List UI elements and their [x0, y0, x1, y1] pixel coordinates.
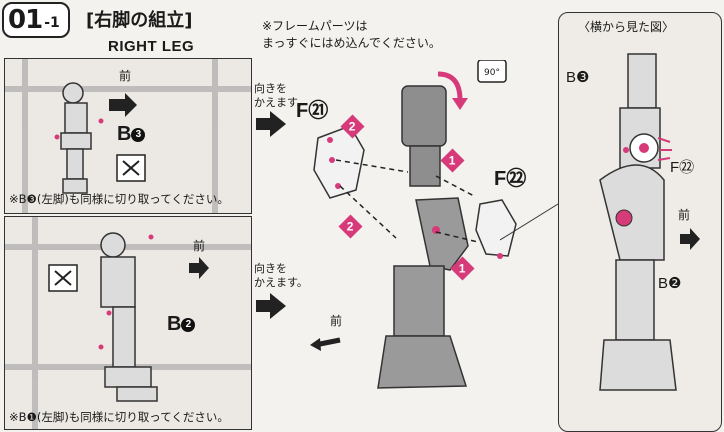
turn-label-1-line2: かえます。 — [254, 96, 308, 109]
part-number-2: 2 — [181, 317, 196, 332]
side-view-title: 〈横から見た図〉 — [578, 20, 675, 34]
frame-parts-note-line1: ※フレームパーツは — [262, 19, 368, 33]
step-number-box: 01 -1 — [2, 2, 70, 38]
cut-note-b3: ※B❸(左脚)も同様に切り取ってください。 — [9, 192, 229, 206]
turn-label-1: 向きを かえます。 — [254, 82, 308, 110]
side-front-label: 前 — [678, 208, 691, 222]
side-view-diagram — [599, 53, 700, 391]
turn-label-2-line2: かえます。 — [254, 276, 308, 289]
title-english: RIGHT LEG — [108, 38, 195, 55]
assembly-diagram: 90° — [310, 60, 517, 389]
step-badge-1-upper-text: 1 — [449, 153, 456, 168]
frame-parts-note-line2: まっすぐにはめ込んでください。 — [262, 36, 441, 50]
part-letter-b-2: B — [167, 313, 182, 335]
frame-parts-note: ※フレームパーツは まっすぐにはめ込んでください。 — [262, 18, 441, 52]
front-label-1: 前 — [119, 69, 132, 83]
runner-diagram-b3 — [5, 59, 251, 213]
turn-label-2-line1: 向きを — [254, 262, 287, 275]
side-label-b2: B❷ — [658, 275, 682, 292]
step-badge-2-upper-text: 2 — [349, 119, 356, 134]
side-label-b3: B❸ — [566, 69, 590, 86]
part-number-3: 3 — [131, 127, 146, 142]
step-number: 01 — [8, 5, 43, 35]
title-japanese: [右脚の組立] — [86, 10, 193, 31]
turn-arrow-2-icon — [270, 293, 286, 319]
front-label-2: 前 — [193, 239, 206, 253]
turn-arrow-1-icon — [270, 111, 286, 137]
side-label-f22: F㉒ — [670, 159, 695, 176]
front-label-main: 前 — [330, 314, 343, 328]
turn-label-2: 向きを かえます。 — [254, 262, 308, 290]
cut-note-b2: ※B❶(左脚)も同様に切り取ってください。 — [9, 410, 229, 424]
part-letter-b: B — [117, 123, 132, 145]
turn-arrow-1-bar — [256, 118, 270, 130]
runner-diagram-b2 — [5, 217, 251, 429]
rotation-label: 90° — [484, 68, 500, 78]
step-badge-1-lower-text: 1 — [459, 261, 466, 276]
callout-line — [500, 203, 559, 241]
turn-arrow-2-bar — [256, 300, 270, 312]
part-label-f22: F㉒ — [494, 168, 527, 190]
step-badge-2-lower-text: 2 — [347, 219, 354, 234]
part-label-f21: F㉑ — [296, 100, 329, 122]
step-sub-number: -1 — [44, 15, 60, 31]
turn-label-1-line1: 向きを — [254, 82, 287, 95]
